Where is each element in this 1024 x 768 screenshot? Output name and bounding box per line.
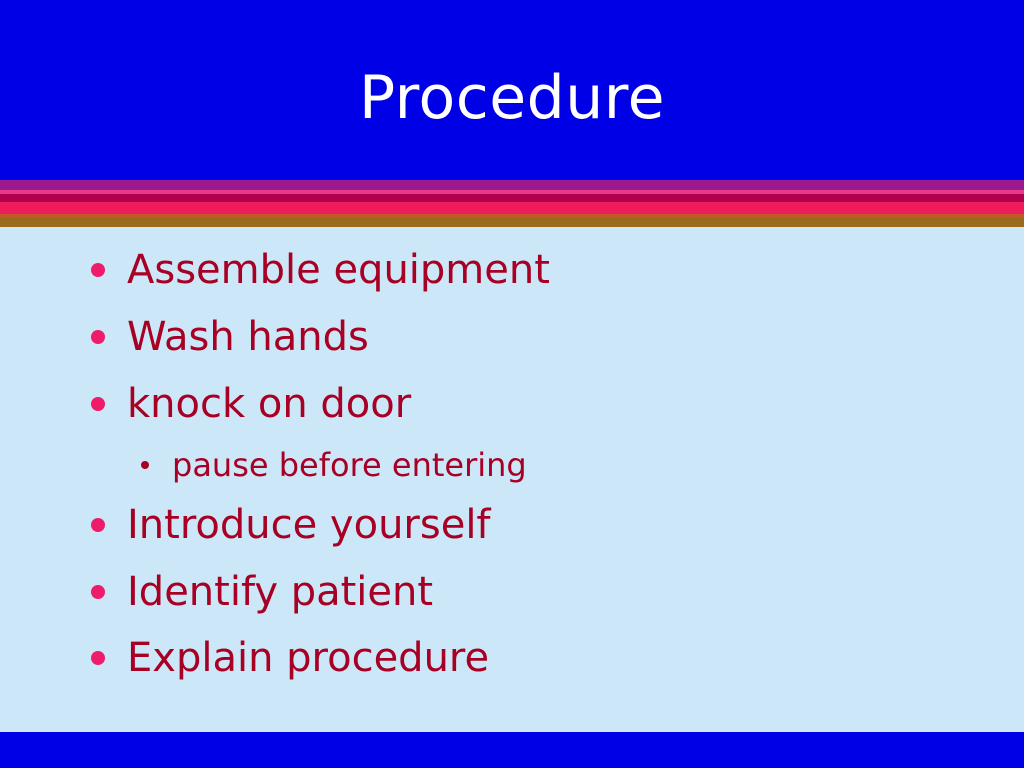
list-item-text: Introduce yourself: [127, 502, 491, 548]
decorative-stripe: [0, 217, 1024, 227]
slide-header: Procedure: [0, 0, 1024, 180]
bullet-marker: [91, 397, 105, 411]
decorative-stripe: [0, 202, 1024, 214]
bullet-marker: [91, 651, 105, 665]
list-item-text: Identify patient: [127, 569, 434, 615]
slide-title: Procedure: [359, 63, 665, 133]
bullet-list: Assemble equipment Wash hands knock on d…: [0, 227, 1024, 732]
list-item-text: Explain procedure: [127, 635, 490, 681]
decorative-stripe: [0, 194, 1024, 202]
decorative-stripe: [0, 180, 1024, 190]
bullet-marker: [91, 518, 105, 532]
list-item-text: Assemble equipment: [127, 247, 550, 293]
list-item-text: Wash hands: [127, 314, 369, 360]
sub-bullet-marker: [141, 461, 149, 469]
bullet-marker: [91, 330, 105, 344]
slide-footer: [0, 732, 1024, 768]
decorative-stripe: [0, 214, 1024, 217]
bullet-marker: [91, 263, 105, 277]
bullet-marker: [91, 585, 105, 599]
list-item-text: knock on door: [127, 381, 412, 427]
sub-list-item-text: pause before entering: [172, 446, 527, 484]
decorative-stripe: [0, 190, 1024, 194]
